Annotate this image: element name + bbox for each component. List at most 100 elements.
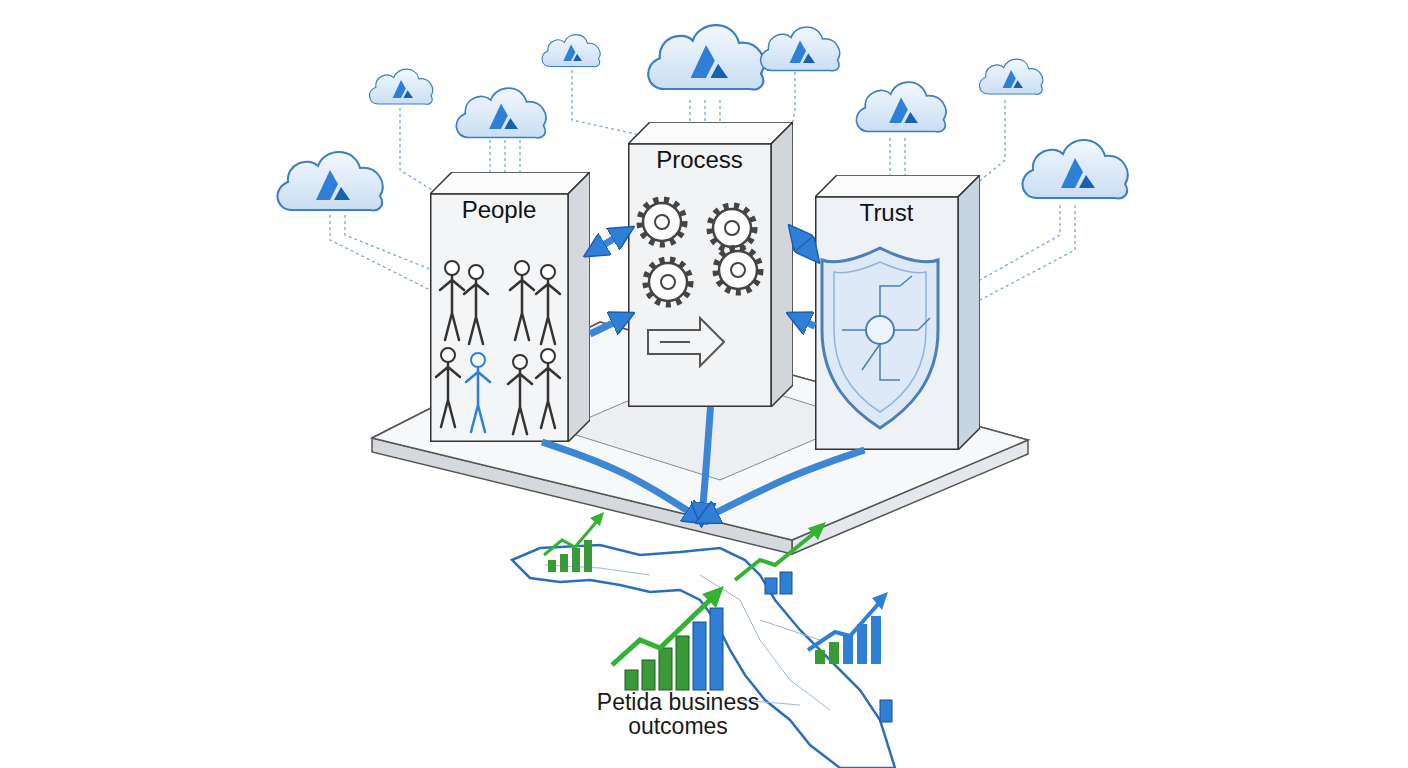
trend-arrow	[808, 602, 880, 650]
pillar-side	[568, 172, 590, 442]
dashed-link	[904, 138, 905, 180]
building	[765, 578, 777, 594]
person-figure	[508, 355, 532, 434]
pillar-label: People	[430, 196, 568, 224]
dashed-link	[400, 108, 440, 195]
bar	[857, 624, 867, 664]
dashed-link	[975, 100, 1005, 185]
flow-arrow	[542, 442, 702, 520]
person-figure	[464, 265, 488, 344]
cloud-icon	[542, 35, 600, 67]
flow-arrow	[590, 316, 628, 334]
flow-arrow	[793, 316, 815, 326]
pillar-node: People	[430, 172, 590, 442]
bar-chart	[735, 522, 826, 594]
dashed-link	[330, 215, 430, 290]
cloud-icon	[761, 27, 840, 71]
bar-chart	[612, 586, 724, 690]
dashed-link	[689, 100, 690, 125]
bar	[843, 634, 853, 664]
cloud-icon	[369, 69, 432, 104]
flow-arrow-icon	[648, 318, 724, 366]
bar	[871, 616, 881, 664]
gear-icon	[640, 200, 684, 244]
bar	[676, 636, 689, 690]
gear-icon	[710, 206, 754, 250]
bar	[625, 670, 638, 690]
bar	[642, 660, 655, 690]
map-roads	[545, 565, 830, 710]
pillar-label: Trust	[815, 199, 958, 227]
cloud-icon	[456, 88, 546, 138]
person-figure	[466, 353, 490, 432]
pillar-front	[816, 197, 958, 449]
dashed-link	[719, 100, 720, 125]
bar-chart	[544, 512, 604, 572]
dashed-link	[704, 100, 705, 125]
bar-chart	[808, 592, 892, 722]
pillar-side	[771, 122, 793, 407]
cloud-icon	[979, 59, 1042, 94]
map-outline	[512, 545, 895, 768]
person-figure	[536, 265, 560, 344]
circuit-node	[866, 316, 894, 344]
dashed-link	[889, 138, 890, 180]
bar	[584, 540, 592, 572]
cloud-icon	[1022, 140, 1127, 198]
person-figure	[440, 261, 464, 340]
person-figure	[436, 348, 460, 427]
pillar-node: Process	[628, 122, 793, 407]
pillar-top	[815, 175, 980, 197]
trend-arrow	[544, 520, 598, 555]
flow-arrow	[793, 230, 815, 257]
flow-arrow	[702, 407, 711, 520]
trend-arrow-head	[590, 512, 604, 526]
gear-icon	[716, 248, 760, 292]
pillar-front	[431, 194, 568, 441]
cloud-icon	[856, 82, 946, 132]
person-figure	[536, 349, 560, 428]
outcome-map: Petida business outcomes	[505, 520, 915, 768]
pillar-node: Trust	[815, 175, 980, 450]
flow-arrow	[702, 450, 865, 520]
dashed-link	[980, 205, 1075, 300]
person-figure	[510, 261, 534, 340]
trend-arrow-head	[808, 522, 826, 540]
cloud-icon	[648, 25, 764, 89]
gear-icon	[646, 260, 690, 304]
bar	[693, 622, 706, 690]
building	[780, 572, 792, 594]
pillar-label: Process	[628, 146, 771, 174]
shield-icon	[822, 248, 938, 428]
bar	[710, 608, 723, 690]
pillar-top	[430, 172, 590, 194]
pillar-side	[958, 175, 980, 450]
bar	[829, 642, 839, 664]
bar	[572, 548, 580, 572]
pillar-front	[629, 144, 771, 406]
bar	[659, 648, 672, 690]
bar	[815, 650, 825, 664]
outcome-label: Petida business outcomes	[563, 690, 793, 738]
trust-shield	[822, 248, 938, 428]
trend-arrow	[735, 530, 818, 580]
dashed-link	[345, 215, 432, 270]
florida-map	[512, 512, 895, 768]
flow-arrow	[590, 230, 628, 253]
flow-arrow-icon	[660, 341, 690, 343]
shield-inner	[834, 262, 926, 412]
dashed-link	[572, 70, 640, 135]
bar	[560, 554, 568, 572]
trend-arrow	[612, 598, 712, 665]
cloud-icon	[277, 152, 382, 210]
trend-arrow-head	[702, 586, 724, 608]
trend-arrow-head	[872, 592, 888, 610]
dashed-link	[980, 205, 1060, 280]
bar	[548, 560, 556, 572]
people-figures	[436, 261, 560, 434]
process-gears	[640, 200, 760, 366]
